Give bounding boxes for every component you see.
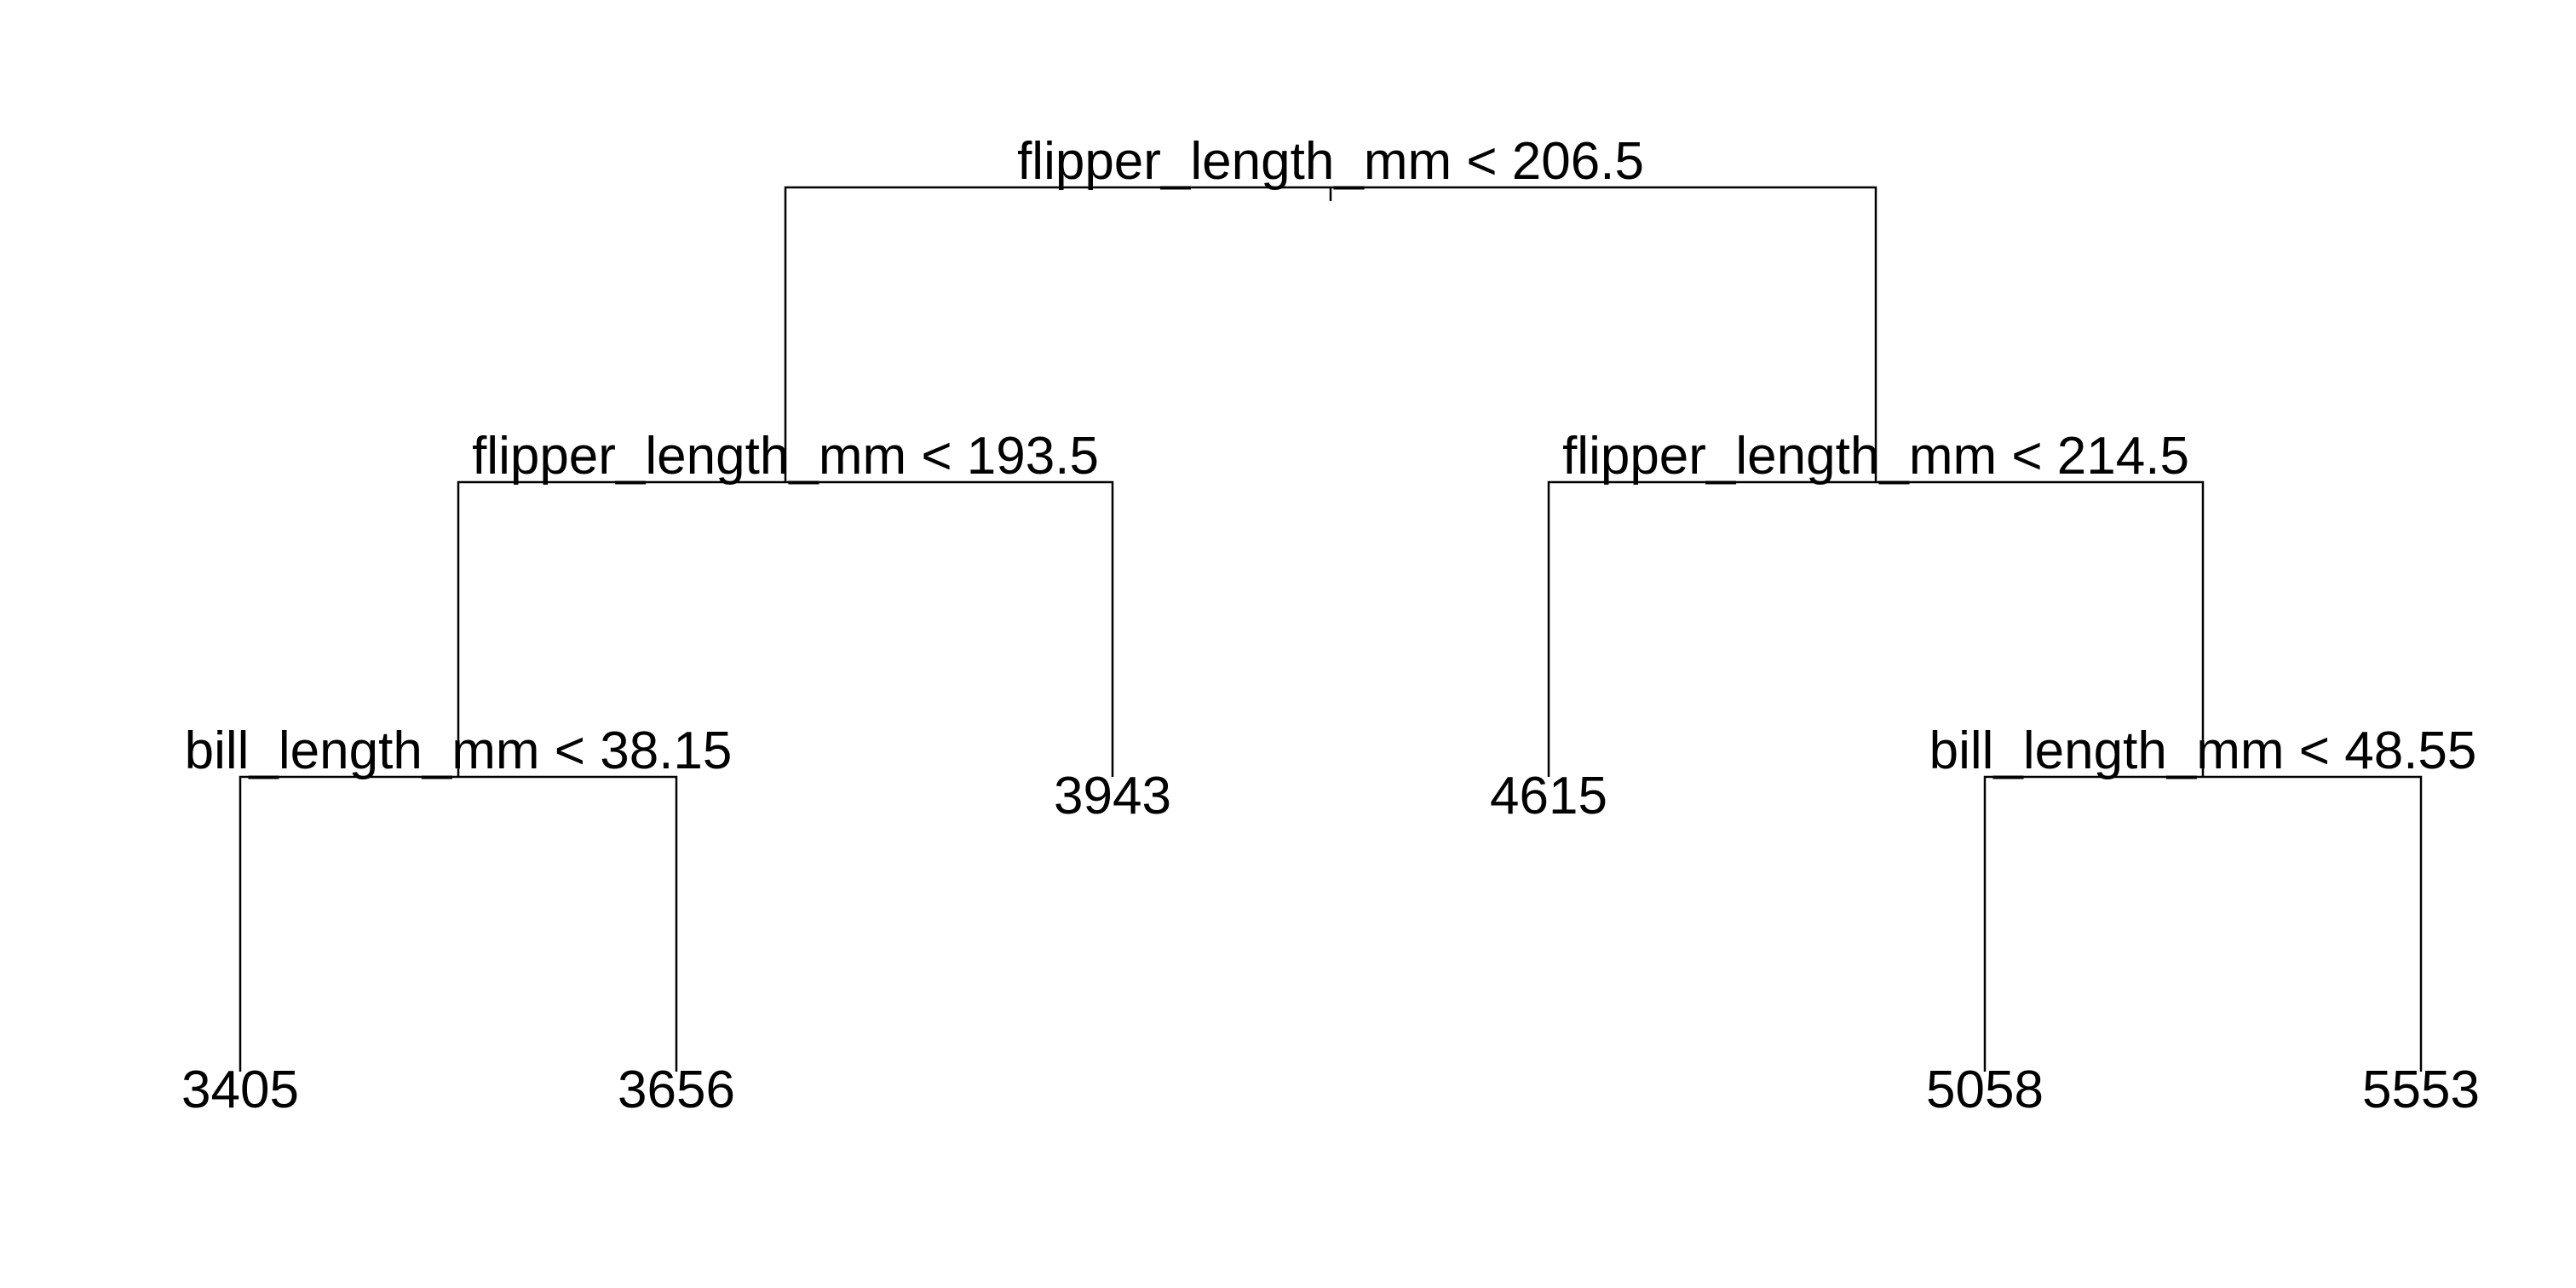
leaf-3656: 3656	[618, 1061, 735, 1119]
leaf-3943: 3943	[1054, 767, 1171, 825]
edge-right	[1547, 480, 2205, 777]
node-right-right-split: bill_length_mm < 48.55	[1929, 722, 2477, 780]
edge-right-right	[1983, 775, 2423, 1072]
node-right-split: flipper_length_mm < 214.5	[1562, 427, 2189, 486]
leaf-3405: 3405	[181, 1061, 299, 1119]
node-left-split: flipper_length_mm < 193.5	[472, 427, 1099, 486]
edge-left-left	[239, 775, 678, 1072]
node-left-left-split: bill_length_mm < 38.15	[185, 722, 733, 780]
edge-root	[784, 186, 1877, 482]
leaf-4615: 4615	[1490, 767, 1607, 825]
leaf-5058: 5058	[1926, 1061, 2044, 1119]
node-root-split: flipper_length_mm < 206.5	[1017, 132, 1644, 191]
edge-left	[457, 480, 1114, 777]
leaf-5553: 5553	[2362, 1061, 2480, 1119]
